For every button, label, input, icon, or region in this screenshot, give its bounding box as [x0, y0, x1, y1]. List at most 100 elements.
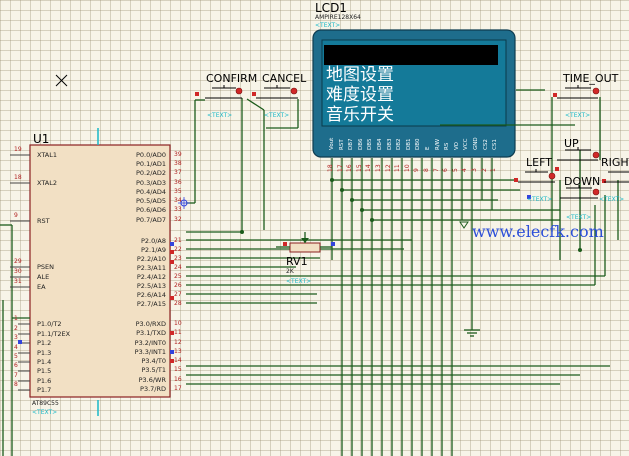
lcd-pin-number: 16	[346, 164, 354, 172]
mcu-pin-name: P1.0/T2	[37, 320, 62, 328]
mcu-pin-number: 34	[174, 197, 182, 204]
mcu-pin-name: P0.7/AD7	[135, 216, 166, 224]
mcu-pin-number: 27	[174, 291, 182, 298]
mcu-pin-number: 26	[174, 282, 182, 289]
text-tag: <TEXT>	[565, 112, 591, 119]
mcu-pin-name: XTAL1	[37, 151, 58, 159]
mcu-pin-number: 23	[174, 255, 182, 262]
lcd-pin-number: 7	[432, 168, 440, 172]
mcu-pin-number: 14	[174, 357, 182, 364]
mcu-pin-name: P3.4/T0	[141, 357, 166, 365]
lcd-pin-name: R/W	[434, 138, 441, 150]
lcd-pin-name: VCC	[463, 138, 470, 150]
confirm-button-label[interactable]: CONFIRM	[206, 72, 258, 85]
mcu-pin-name: P2.4/A12	[136, 273, 166, 281]
time-out-button-label[interactable]: TIME_OUT	[563, 72, 619, 85]
mcu-pin-number: 24	[174, 264, 182, 271]
mcu-pin-name: P3.0/RXD	[135, 320, 166, 328]
lcd-ref: LCD1	[315, 1, 347, 15]
lcd-pin-name: Vout	[329, 137, 335, 150]
mcu-pin-number: 1	[14, 315, 18, 322]
mcu-pin-name: RST	[37, 217, 50, 225]
mcu-pin-number: 22	[174, 246, 182, 253]
mcu-pin-name: EA	[37, 283, 46, 291]
mcu-pin-number: 7	[14, 372, 18, 379]
mcu-pin-name: P3.6/WR	[138, 376, 166, 384]
mcu-pin-number: 11	[174, 329, 182, 336]
lcd-pin-number: 3	[471, 168, 478, 172]
cancel-button-label[interactable]: CANCEL	[262, 72, 307, 85]
mcu-text-tag: <TEXT>	[32, 409, 58, 416]
text-tag: <TEXT>	[566, 214, 592, 221]
mcu-pin-name: P3.7/RD	[140, 385, 166, 393]
mcu-part: AT89C55	[32, 400, 59, 407]
mcu-pin-name: P3.2/INT0	[134, 339, 166, 347]
mcu-pin-number: 13	[174, 348, 182, 355]
lcd-pin-number: 8	[423, 168, 430, 172]
mcu-pin-number: 4	[14, 344, 18, 351]
mcu-pin-name: P1.7	[37, 386, 52, 394]
mcu-pin-name: P3.3/INT1	[134, 348, 166, 356]
text-tag: <TEXT>	[286, 278, 312, 285]
mcu-pin-number: 10	[174, 320, 182, 327]
mcu-pin-number: 28	[174, 300, 182, 307]
mcu-pin-number: 18	[14, 174, 22, 181]
mcu-pin-name: P1.1/T2EX	[37, 330, 71, 338]
lcd-pin-name: DB2	[396, 138, 403, 150]
mcu-pin-name: P0.0/AD0	[135, 151, 166, 159]
mcu-pin-number: 19	[14, 146, 22, 153]
lcd-pin-number: 10	[403, 164, 411, 172]
mcu-body	[29, 144, 171, 398]
up-button-label[interactable]: UP	[564, 137, 579, 150]
mcu-pin-name: P0.2/AD2	[135, 169, 166, 177]
lcd-menu-item: 音乐开关	[326, 105, 394, 125]
lcd-pin-name: RST	[338, 139, 345, 150]
text-tag: <TEXT>	[264, 112, 290, 119]
watermark: www.elecfk.com	[472, 222, 604, 241]
pot-ref: RV1	[286, 255, 308, 268]
mcu-pin-number: 32	[174, 216, 182, 223]
lcd-pin-number: 5	[451, 168, 459, 172]
mcu-pin-number: 33	[174, 206, 182, 213]
mcu-pin-number: 17	[174, 385, 182, 392]
mcu-pin-name: P3.5/T1	[141, 366, 166, 374]
mcu-pin-name: P2.3/A11	[136, 264, 166, 272]
mcu-pin-name: P1.3	[37, 349, 52, 357]
lcd-pin-number: 17	[336, 164, 344, 172]
right-button-label[interactable]: RIGHT	[601, 156, 629, 169]
mcu-pin-name: P2.7/A15	[136, 300, 166, 308]
lcd-pin-name: DB0	[415, 138, 422, 150]
mcu-pin-name: XTAL2	[37, 179, 58, 187]
lcd-pin-number: 13	[375, 164, 382, 172]
mcu-pin-number: 5	[14, 353, 18, 360]
mcu-pin-name: P2.0/A8	[140, 237, 166, 245]
lcd-text-tag: <TEXT>	[315, 22, 341, 29]
lcd-pin-name: DB3	[386, 138, 393, 150]
mcu-pin-number: 35	[174, 188, 182, 195]
mcu-pin-name: P0.1/AD1	[135, 160, 166, 168]
mcu-pin-number: 2	[14, 325, 18, 332]
mcu-pin-name: P3.1/TXD	[136, 329, 166, 337]
mcu-pin-number: 15	[174, 366, 182, 373]
lcd-pin-number: 12	[384, 164, 392, 172]
mcu-ref: U1	[33, 132, 50, 146]
mcu-pin-number: 39	[174, 151, 182, 158]
lcd-pin-name: E	[425, 146, 431, 150]
mcu-pin-number: 30	[14, 268, 22, 275]
text-tag: <TEXT>	[527, 196, 553, 203]
text-tag: <TEXT>	[599, 196, 625, 203]
lcd-pin-name: GND	[473, 137, 479, 150]
mcu-pin-name: P2.2/A10	[136, 255, 166, 263]
mcu-pin-number: 25	[174, 273, 182, 280]
pot-value: 2K	[286, 268, 294, 275]
mcu-pin-number: 37	[174, 169, 182, 176]
mcu-pin-number: 31	[14, 278, 22, 285]
lcd-pin-name: DB4	[377, 138, 383, 150]
rv1-body	[289, 242, 321, 253]
down-button-label[interactable]: DOWN	[564, 175, 601, 188]
lcd-pin-name: DB5	[367, 138, 374, 150]
mcu-pin-name: P0.4/AD4	[135, 188, 166, 196]
lcd-pin-name: DB1	[405, 138, 412, 150]
mcu-pin-name: P0.6/AD6	[135, 206, 166, 214]
left-button-label[interactable]: LEFT	[526, 156, 552, 169]
